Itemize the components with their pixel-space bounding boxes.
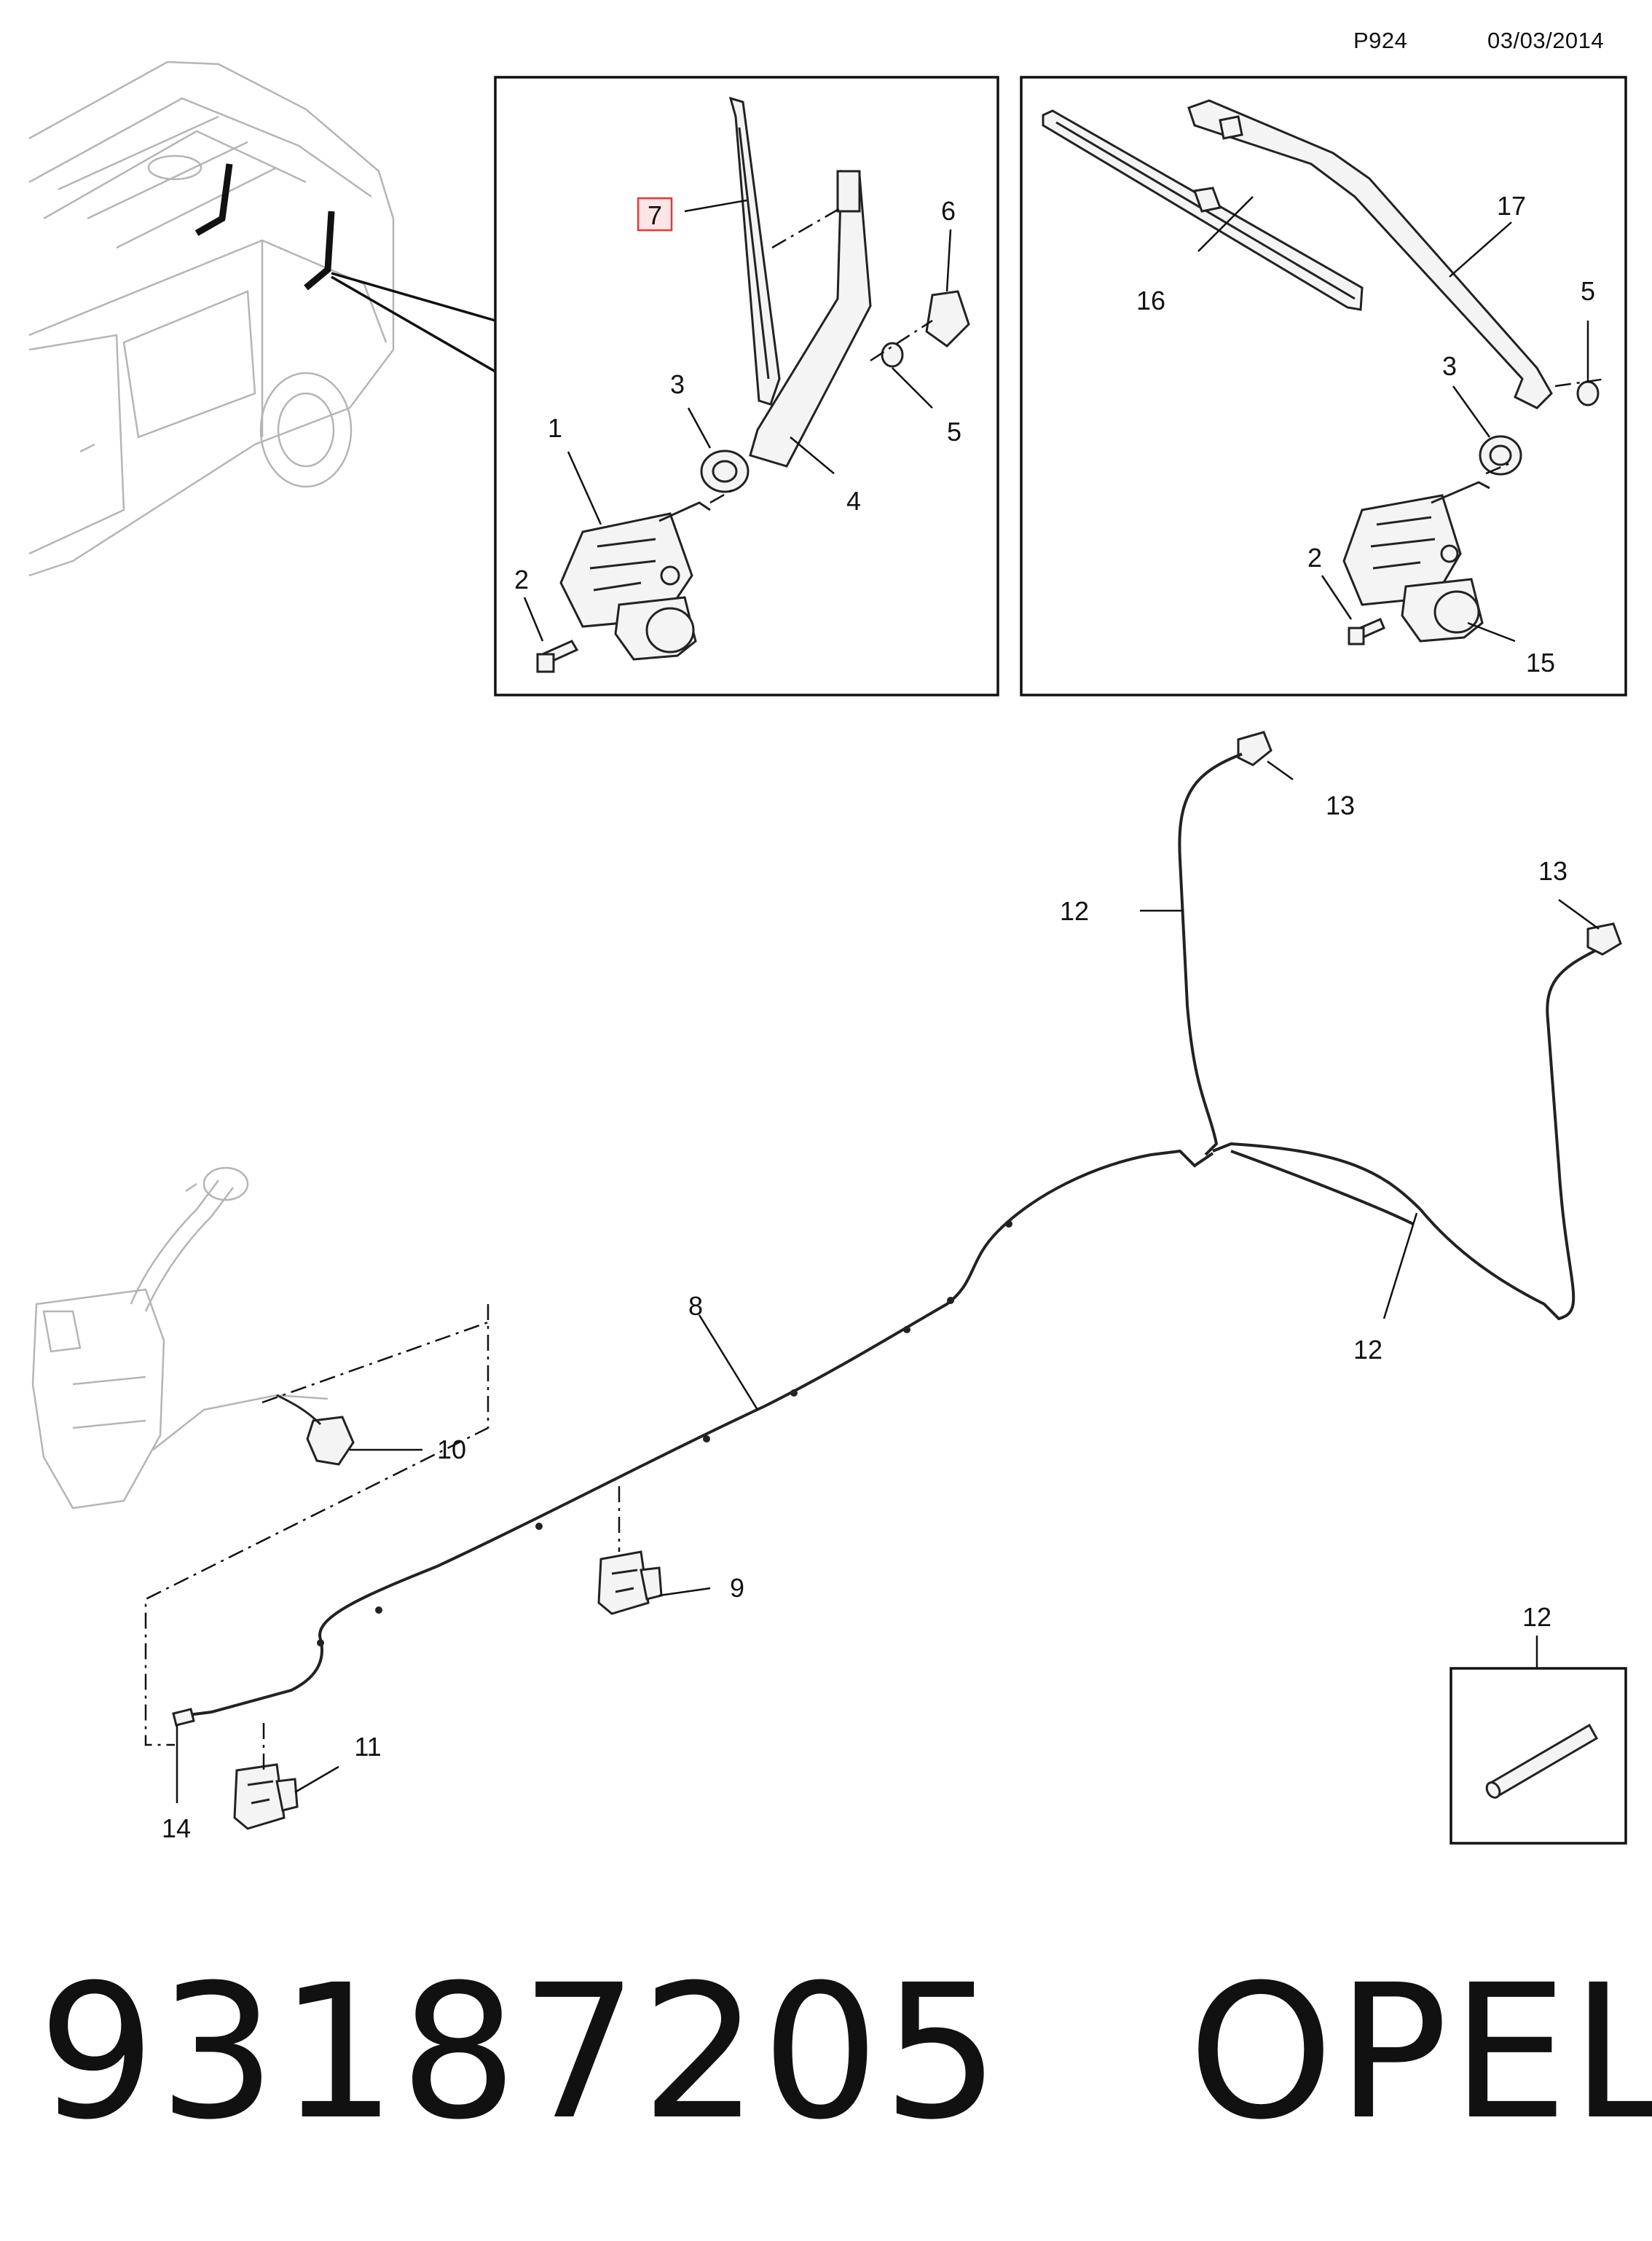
callout-11: 11 — [354, 1732, 381, 1762]
callout-7: 7 — [648, 200, 662, 230]
hose-detail-group: 12 — [1450, 1602, 1627, 1845]
arm-washer — [881, 342, 904, 368]
hose-clip-11 — [233, 1763, 299, 1830]
callout-3: 3 — [670, 369, 685, 399]
front-grommet — [1479, 435, 1522, 476]
highlight-box-7 — [637, 197, 673, 232]
rear-wiper-group: 7 6 3 5 1 4 2 — [494, 76, 999, 696]
washer-pump — [306, 1416, 355, 1466]
hose-segment-right — [1212, 949, 1596, 1321]
van-front-wiper-mark — [194, 163, 233, 236]
front-wiper-motor — [1342, 481, 1490, 643]
footer-title: 93187205 OPEL — [38, 1960, 1652, 2145]
callout-12a: 12 — [1060, 896, 1089, 926]
callout-13b: 13 — [1538, 856, 1568, 886]
front-callout-15: 15 — [1526, 648, 1555, 678]
arm-cap — [925, 290, 970, 348]
main-washer-hose — [181, 1149, 1214, 1717]
front-callout-17: 17 — [1497, 191, 1526, 221]
hose-clip-markers — [317, 1220, 1012, 1647]
part-number: 93187205 — [38, 1944, 1003, 2160]
washer-reservoir — [31, 1166, 329, 1510]
wiper-arm — [749, 170, 872, 468]
grommet — [700, 450, 750, 493]
hose-piece — [1487, 1723, 1599, 1799]
callout-1: 1 — [548, 413, 562, 443]
van-rear-wiper-mark — [304, 211, 335, 291]
callout-9: 9 — [730, 1573, 744, 1603]
page-code: P924 — [1353, 28, 1408, 53]
callout-12c: 12 — [1522, 1602, 1551, 1632]
washer-nozzle-a — [1237, 731, 1273, 766]
brand-name: OPEL — [1188, 1944, 1652, 2160]
callout-14: 14 — [162, 1813, 191, 1843]
front-arm-washer — [1576, 380, 1600, 407]
front-callout-16: 16 — [1136, 286, 1165, 315]
callout-4: 4 — [846, 486, 861, 516]
hose-clip-9 — [597, 1550, 663, 1615]
callout-5: 5 — [947, 417, 961, 447]
hose-connector — [172, 1708, 195, 1727]
hose-segment-upper-left — [1178, 753, 1243, 1156]
van-overview-illustration — [28, 60, 496, 577]
front-wiper-arm — [1187, 99, 1553, 409]
front-callout-2: 2 — [1307, 543, 1322, 573]
wiper-motor — [559, 501, 711, 661]
callout-8: 8 — [688, 1291, 703, 1321]
washer-hose-system: 13 13 12 12 8 10 9 11 14 — [31, 731, 1622, 1843]
front-wiper-group: 17 16 5 3 2 15 — [1020, 76, 1627, 696]
callout-6: 6 — [941, 196, 956, 226]
callout-12b: 12 — [1353, 1335, 1382, 1365]
callout-2: 2 — [514, 565, 529, 594]
page-date: 03/03/2014 — [1487, 28, 1605, 53]
wiper-parts-diagram: 7 6 3 5 1 4 2 — [28, 60, 1627, 1845]
callout-10: 10 — [437, 1435, 466, 1464]
callout-13a: 13 — [1326, 790, 1355, 820]
wiper-blade — [728, 96, 781, 406]
front-callout-5: 5 — [1581, 276, 1595, 306]
front-callout-3: 3 — [1442, 351, 1457, 381]
washer-nozzle-b — [1586, 922, 1622, 956]
